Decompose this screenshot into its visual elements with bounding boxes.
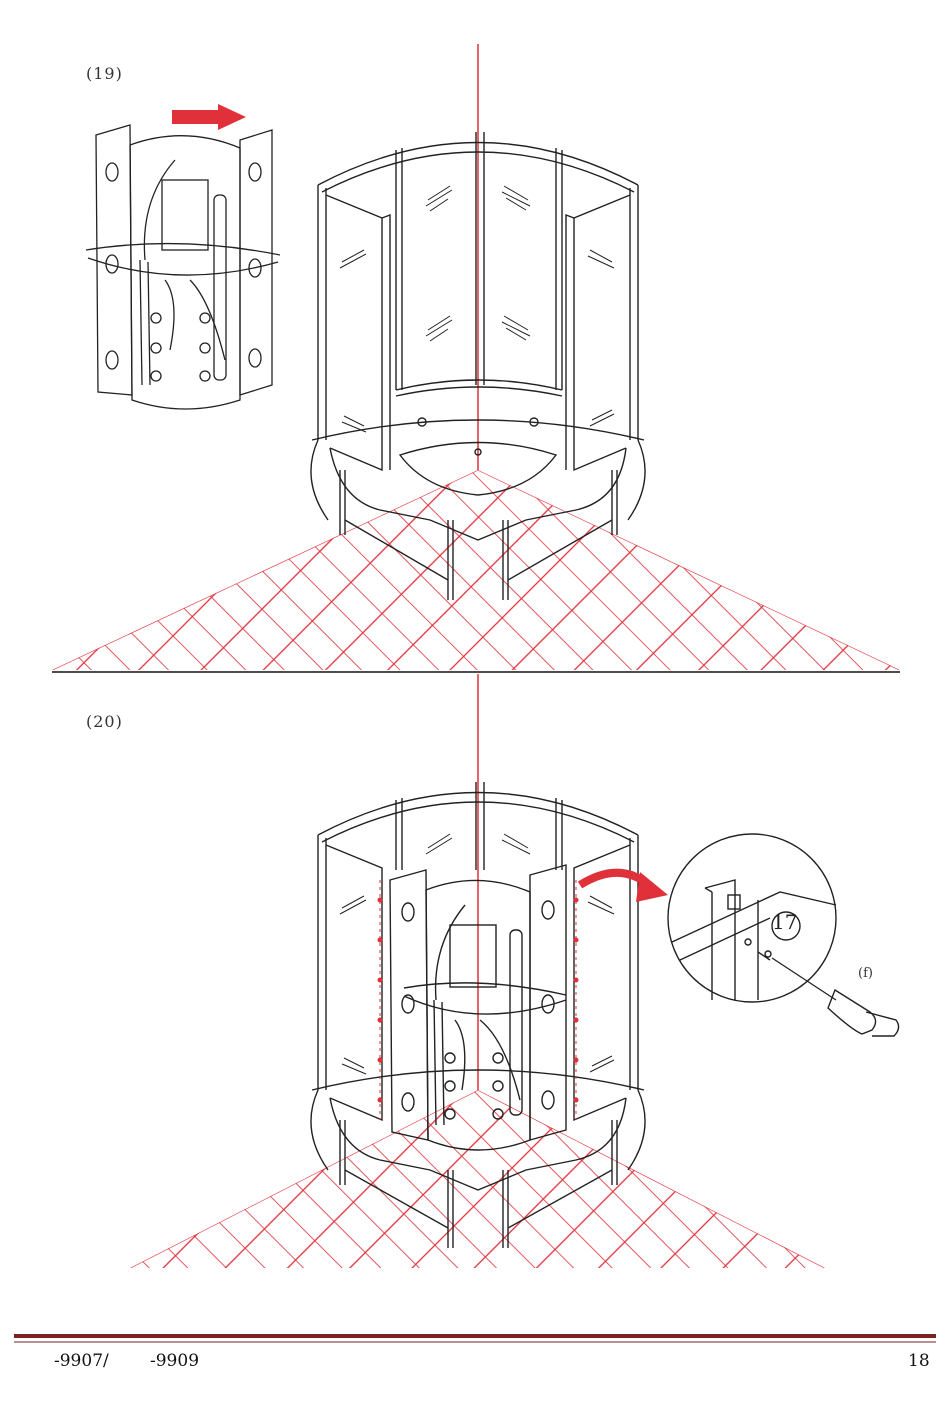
step-20-figure	[120, 674, 899, 1280]
detail-magnifier	[668, 834, 899, 1036]
arrow-right-icon	[172, 104, 246, 130]
part-number-label: 17	[772, 910, 797, 934]
back-panel-19	[86, 125, 280, 409]
tool-label: (f)	[858, 966, 873, 981]
footer-model-a: -9907/	[54, 1351, 109, 1371]
footer-model-b: -9909	[150, 1351, 199, 1371]
step-19-figure	[40, 44, 920, 680]
page-number: 18	[908, 1351, 930, 1371]
floor-tiles-20	[120, 1060, 840, 1280]
floor-tiles-19	[40, 440, 920, 680]
